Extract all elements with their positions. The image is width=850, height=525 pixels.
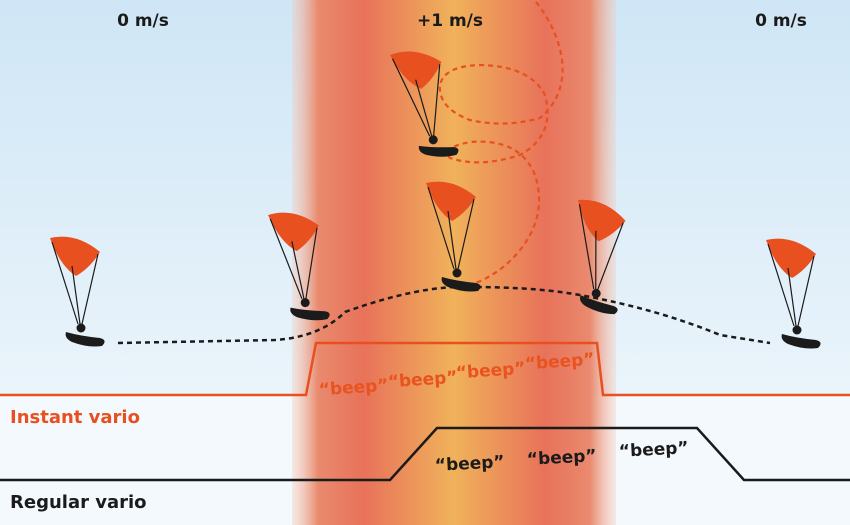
instant-vario-signal	[0, 341, 850, 397]
instant-vario-label: Instant vario	[10, 407, 140, 428]
speed-left-label: 0 m/s	[117, 11, 169, 31]
instant-beep: “beep”	[455, 359, 526, 384]
speed-right-label: 0 m/s	[755, 11, 807, 31]
regular-vario-signal	[0, 426, 850, 482]
regular-beep: “beep”	[526, 446, 597, 470]
regular-vario-label: Regular vario	[10, 492, 147, 513]
instant-beep: “beep”	[387, 368, 458, 393]
instant-beep: “beep”	[318, 376, 389, 401]
thermal-spiral-path	[438, 1, 564, 287]
regular-beep: “beep”	[618, 438, 689, 462]
regular-beep: “beep”	[434, 452, 505, 476]
speed-center-label: +1 m/s	[417, 11, 483, 31]
thermal-column	[292, 0, 616, 525]
instant-beep: “beep”	[524, 350, 595, 375]
